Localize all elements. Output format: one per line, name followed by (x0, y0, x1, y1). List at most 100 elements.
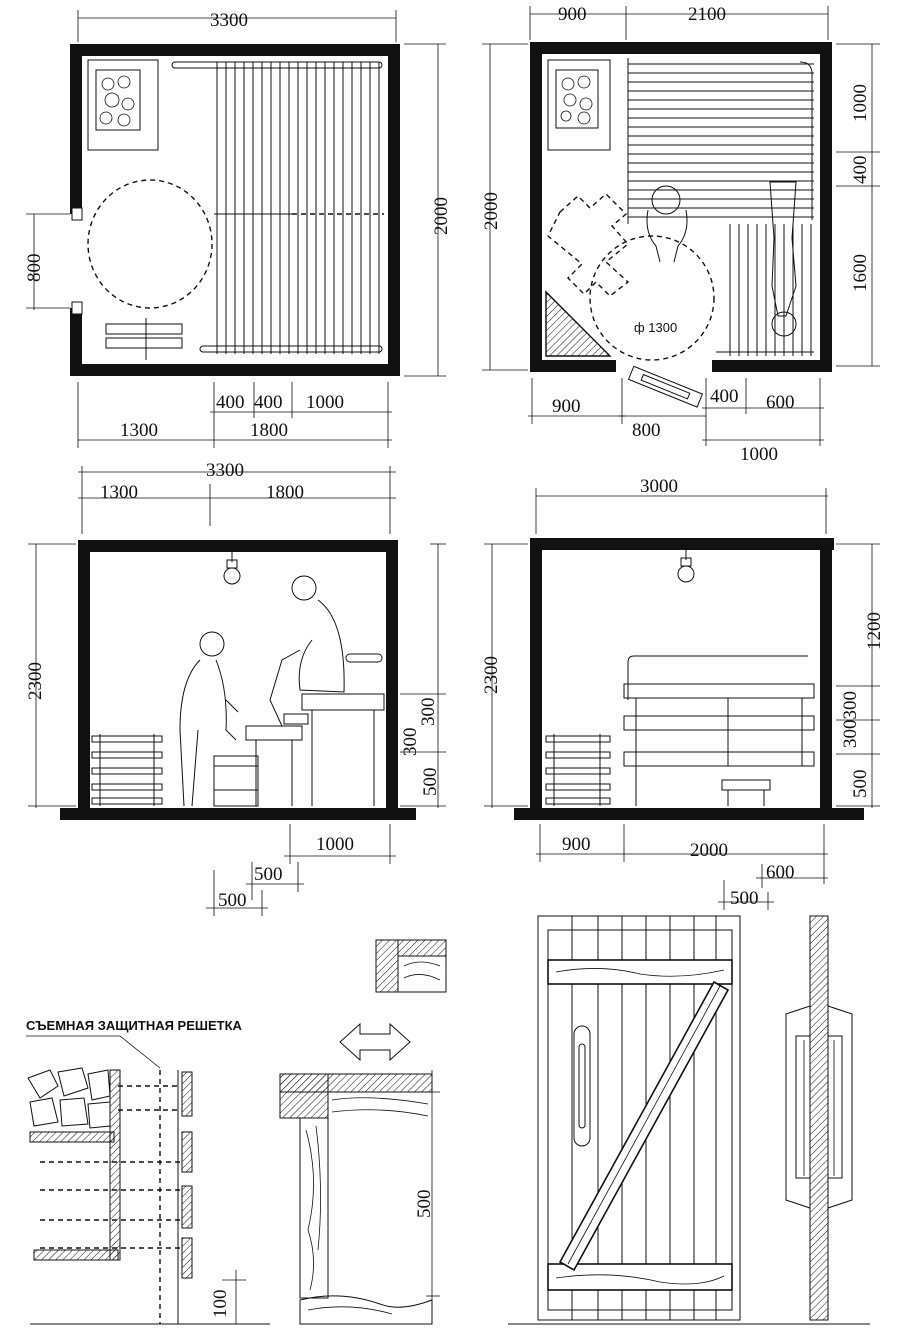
wall-left (78, 540, 90, 808)
dim-3000: 3000 (640, 476, 678, 497)
plan-b-dimensions: 900 2100 2000 1000 400 1600 900 800 400 … (481, 4, 880, 465)
stove-icon (547, 59, 611, 151)
door-brace (558, 980, 730, 1272)
lower-bench (722, 224, 814, 356)
upper-bench (628, 58, 814, 224)
small-bench (105, 318, 183, 360)
bench-detail: 500 (279, 939, 447, 1325)
section-b: 3000 2300 1200 300300 500 900 2000 600 (481, 476, 885, 910)
dim-2300: 2300 (25, 662, 46, 700)
person-seated-icon (269, 575, 345, 727)
dim-top: 3300 (210, 10, 248, 31)
dim-r1000: 1000 (850, 84, 871, 122)
wall-left (530, 42, 542, 372)
double-arrow-icon (339, 1022, 411, 1062)
wall-bottom-left (530, 360, 616, 372)
stove-grille-detail: СЪЕМНАЯ ЗАЩИТНАЯ РЕШЕТКА 100 (26, 1018, 270, 1325)
person-lying-icon (769, 181, 797, 337)
floor-slab (60, 808, 416, 820)
door-leaf-icon (627, 365, 704, 408)
dim-400-a: 400 (216, 392, 245, 413)
lamp-icon (677, 550, 695, 583)
door-top-rail (547, 959, 733, 985)
dim-900-bottom: 900 (552, 396, 581, 417)
ceiling (78, 540, 398, 552)
wall-top (70, 44, 400, 56)
dim-1200: 1200 (864, 612, 885, 650)
plan-a-dimensions: 3300 2000 800 400 400 1000 1300 1800 (24, 10, 452, 448)
dim-r1600: 1600 (850, 254, 871, 292)
grille-rack (91, 734, 163, 806)
wall-top (530, 42, 832, 54)
dim-500: 500 (420, 768, 441, 797)
wall-right (388, 44, 400, 376)
wall-bottom-right (712, 360, 832, 372)
benches (245, 653, 385, 806)
dim-1000: 1000 (316, 834, 354, 855)
ceiling (530, 538, 834, 550)
dim-2000: 2000 (690, 840, 728, 861)
dim-100: 100 (210, 1290, 231, 1319)
dim-3300: 3300 (206, 460, 244, 481)
dim-400-b: 400 (254, 392, 283, 413)
turning-circle (87, 179, 213, 309)
door-bottom-rail (547, 1263, 733, 1291)
dim-500: 500 (850, 770, 871, 799)
dim-600: 600 (766, 862, 795, 883)
bucket-icon (213, 755, 259, 807)
dim-1000-bottom: 1000 (740, 444, 778, 465)
wall-right (820, 42, 832, 372)
dim-1300: 1300 (120, 420, 158, 441)
wall-left-upper (70, 44, 82, 214)
dim-900-top: 900 (558, 4, 587, 25)
corner-shelf (545, 290, 612, 357)
wall-bottom (70, 364, 400, 376)
dim-1800: 1800 (266, 482, 304, 503)
dim-900: 900 (562, 834, 591, 855)
wall-left (530, 538, 542, 808)
dim-800: 800 (632, 420, 661, 441)
dim-500-b: 500 (730, 888, 759, 909)
dim-left: 2000 (481, 192, 502, 230)
bench-slats (214, 62, 384, 354)
door-detail (508, 915, 870, 1325)
benches (623, 655, 815, 806)
grille-caption: СЪЕМНАЯ ЗАЩИТНАЯ РЕШЕТКА (26, 1018, 243, 1033)
dim-r400: 400 (850, 156, 871, 185)
door-side-profile (785, 915, 853, 1321)
dim-400: 400 (710, 386, 739, 407)
dim-500: 500 (414, 1190, 435, 1219)
turning-circle (589, 235, 715, 361)
dim-2100: 2100 (688, 4, 726, 25)
dim-right: 2000 (431, 197, 452, 235)
dim-1300: 1300 (100, 482, 138, 503)
dim-door: 800 (24, 254, 45, 283)
wall-right (820, 538, 832, 808)
door-handle-icon (573, 1025, 591, 1147)
grille-rack (545, 734, 611, 806)
dim-300300: 300300 (840, 691, 861, 748)
lamp-icon (223, 552, 241, 585)
person-standing-icon (179, 631, 239, 807)
floor-slab (514, 808, 864, 820)
wall-right (386, 540, 398, 808)
dim-500-a: 500 (254, 864, 283, 885)
section-a-dimensions: 3300 1300 1800 2300 300 300 500 1000 500 (25, 460, 446, 916)
plan-b: ф 1300 900 2100 2000 (481, 4, 880, 465)
stove-icon (87, 59, 159, 151)
dim-1000: 1000 (306, 392, 344, 413)
door-leaf (537, 915, 741, 1321)
dim-500-b: 500 (218, 890, 247, 911)
dim-1800: 1800 (250, 420, 288, 441)
reclining-figure-outline (547, 193, 630, 297)
section-a: 3300 1300 1800 2300 300 300 500 1000 500 (25, 460, 446, 916)
dim-2300: 2300 (481, 656, 502, 694)
dim-300-b: 300 (400, 728, 421, 757)
plan-a: 3300 2000 800 400 400 1000 1300 1800 (24, 10, 452, 448)
dim-600: 600 (766, 392, 795, 413)
dim-300-a: 300 (418, 698, 439, 727)
stones-icon (27, 1067, 111, 1129)
wall-left-lower (70, 308, 82, 376)
circle-label: ф 1300 (634, 320, 677, 335)
